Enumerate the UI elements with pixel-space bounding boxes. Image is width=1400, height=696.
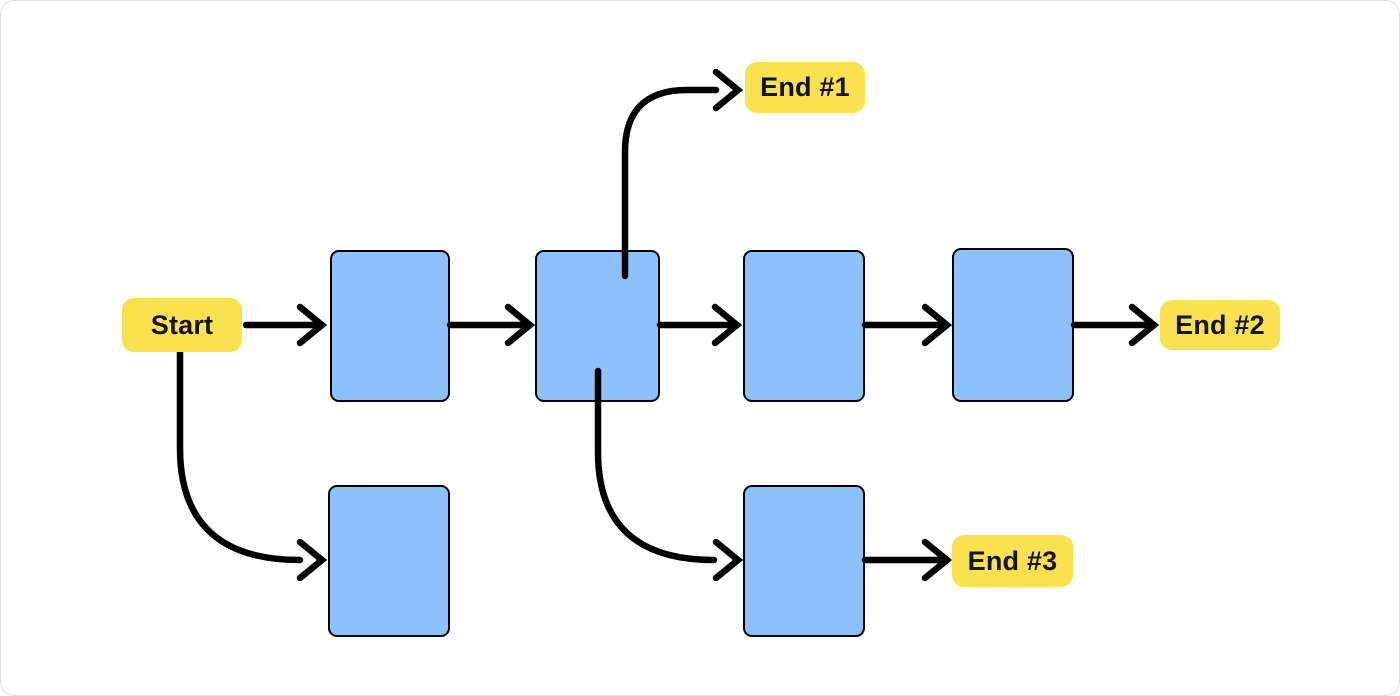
edge-node2-to-node6 [594, 367, 744, 582]
edge-start-to-node5 [176, 346, 328, 582]
edge-node2-to-end1 [621, 68, 744, 280]
edge-node1-to-node2 [446, 303, 536, 347]
flow-node-4 [952, 248, 1074, 402]
edge-start-to-node1 [242, 303, 328, 347]
flow-node-3 [743, 250, 865, 402]
flow-node-2 [535, 250, 660, 402]
end-2-label: End #2 [1160, 300, 1280, 350]
edge-node3-to-node4 [861, 303, 953, 347]
flow-node-6 [743, 485, 865, 637]
end-3-label: End #3 [952, 535, 1073, 587]
start-label: Start [122, 298, 242, 352]
flow-node-5 [328, 485, 450, 637]
edge-node4-to-end2 [1070, 303, 1160, 347]
flow-node-1 [330, 250, 450, 402]
edge-node2-to-node3 [656, 303, 743, 347]
edge-node6-to-end3 [861, 538, 953, 582]
end-1-label: End #1 [745, 62, 865, 113]
